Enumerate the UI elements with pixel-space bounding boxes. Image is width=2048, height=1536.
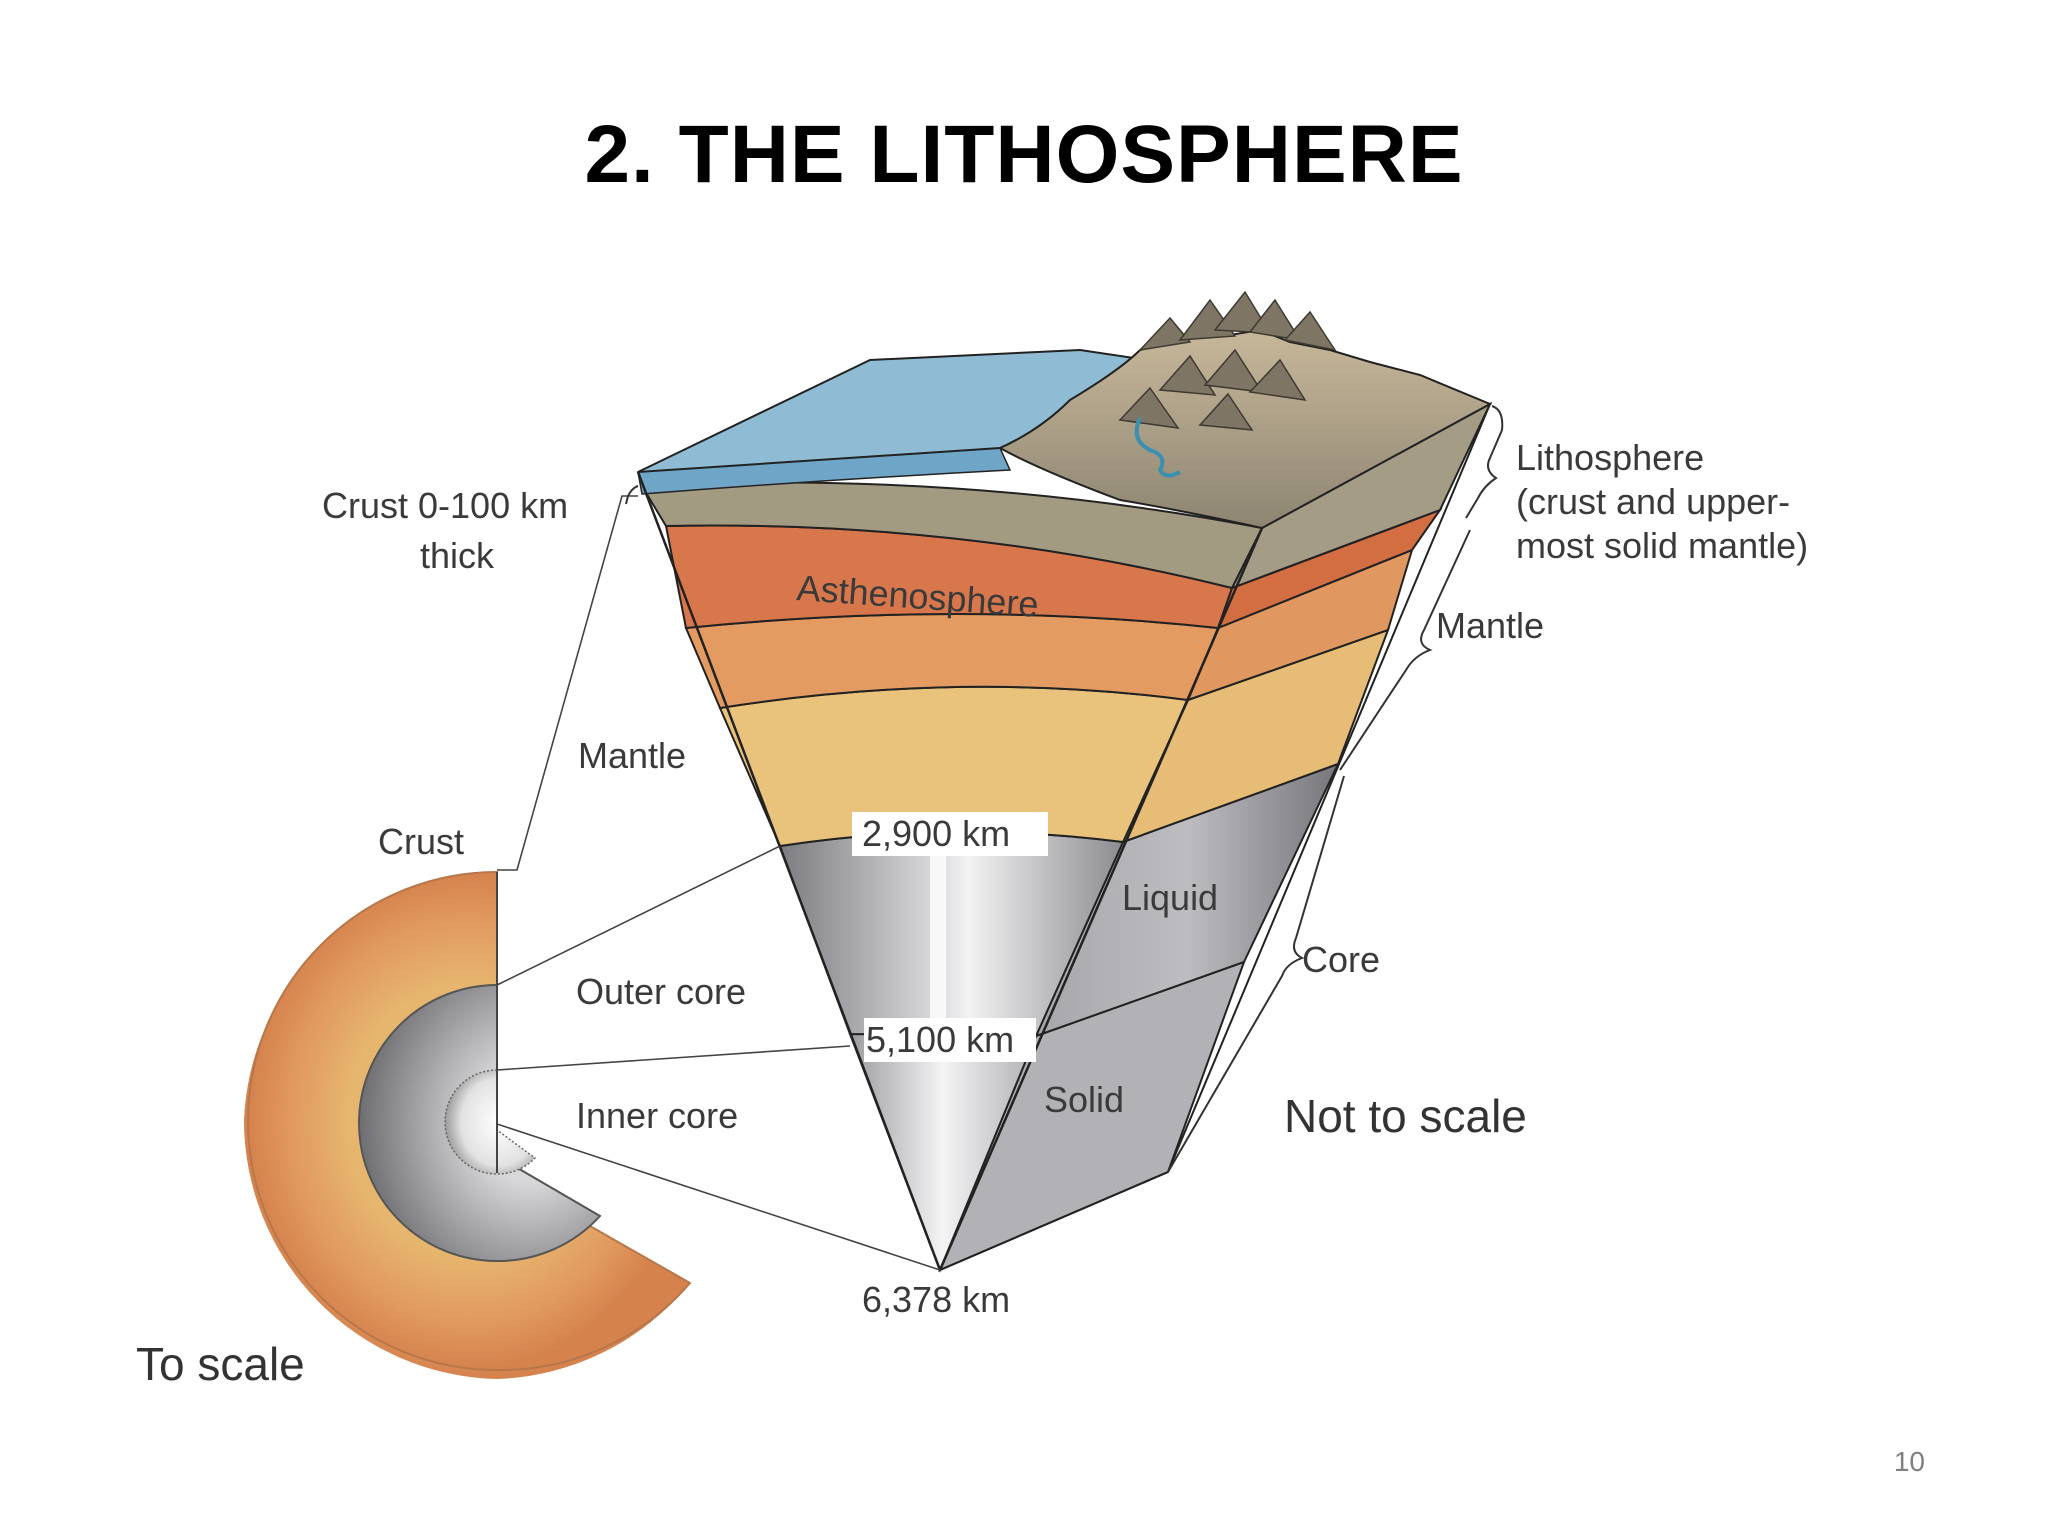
slide-title: 2. THE LITHOSPHERE bbox=[584, 109, 1464, 200]
earth-wedge bbox=[636, 290, 1493, 1273]
to-scale-label: To scale bbox=[136, 1338, 305, 1390]
liquid-label: Liquid bbox=[1122, 877, 1218, 918]
crust-bracket bbox=[625, 485, 639, 505]
lithosphere-label-3: most solid mantle) bbox=[1516, 525, 1808, 566]
mantle-right-label: Mantle bbox=[1436, 605, 1544, 646]
lithosphere-label-2: (crust and upper- bbox=[1516, 481, 1790, 522]
depth-5100-label: 5,100 km bbox=[866, 1019, 1014, 1060]
depth-6378-label: 6,378 km bbox=[862, 1279, 1010, 1320]
mantle-left-label: Mantle bbox=[578, 735, 686, 776]
river bbox=[1134, 417, 1181, 478]
mountain-peaks bbox=[1118, 290, 1337, 431]
crust-thickness-label-2: thick bbox=[420, 535, 495, 576]
core-right-label: Core bbox=[1302, 939, 1380, 980]
to-scale-sphere bbox=[244, 870, 692, 1379]
lithosphere-label-1: Lithosphere bbox=[1516, 437, 1704, 478]
outer-core-label: Outer core bbox=[576, 971, 746, 1012]
mantle-brace bbox=[1339, 529, 1471, 771]
not-to-scale-label: Not to scale bbox=[1284, 1090, 1527, 1142]
core-brace bbox=[1167, 775, 1345, 1173]
page-number: 10 bbox=[1893, 1446, 1925, 1477]
depth-2900-label: 2,900 km bbox=[862, 813, 1010, 854]
solid-label: Solid bbox=[1044, 1079, 1124, 1120]
connector-lines bbox=[496, 495, 941, 1271]
right-braces bbox=[1167, 405, 1504, 1173]
lithosphere-brace bbox=[1465, 405, 1504, 519]
crust-left-label: Crust bbox=[378, 821, 464, 862]
crust-thickness-label-1: Crust 0-100 km bbox=[322, 485, 568, 526]
inner-core-ball bbox=[444, 1069, 537, 1175]
inner-core-label: Inner core bbox=[576, 1095, 738, 1136]
